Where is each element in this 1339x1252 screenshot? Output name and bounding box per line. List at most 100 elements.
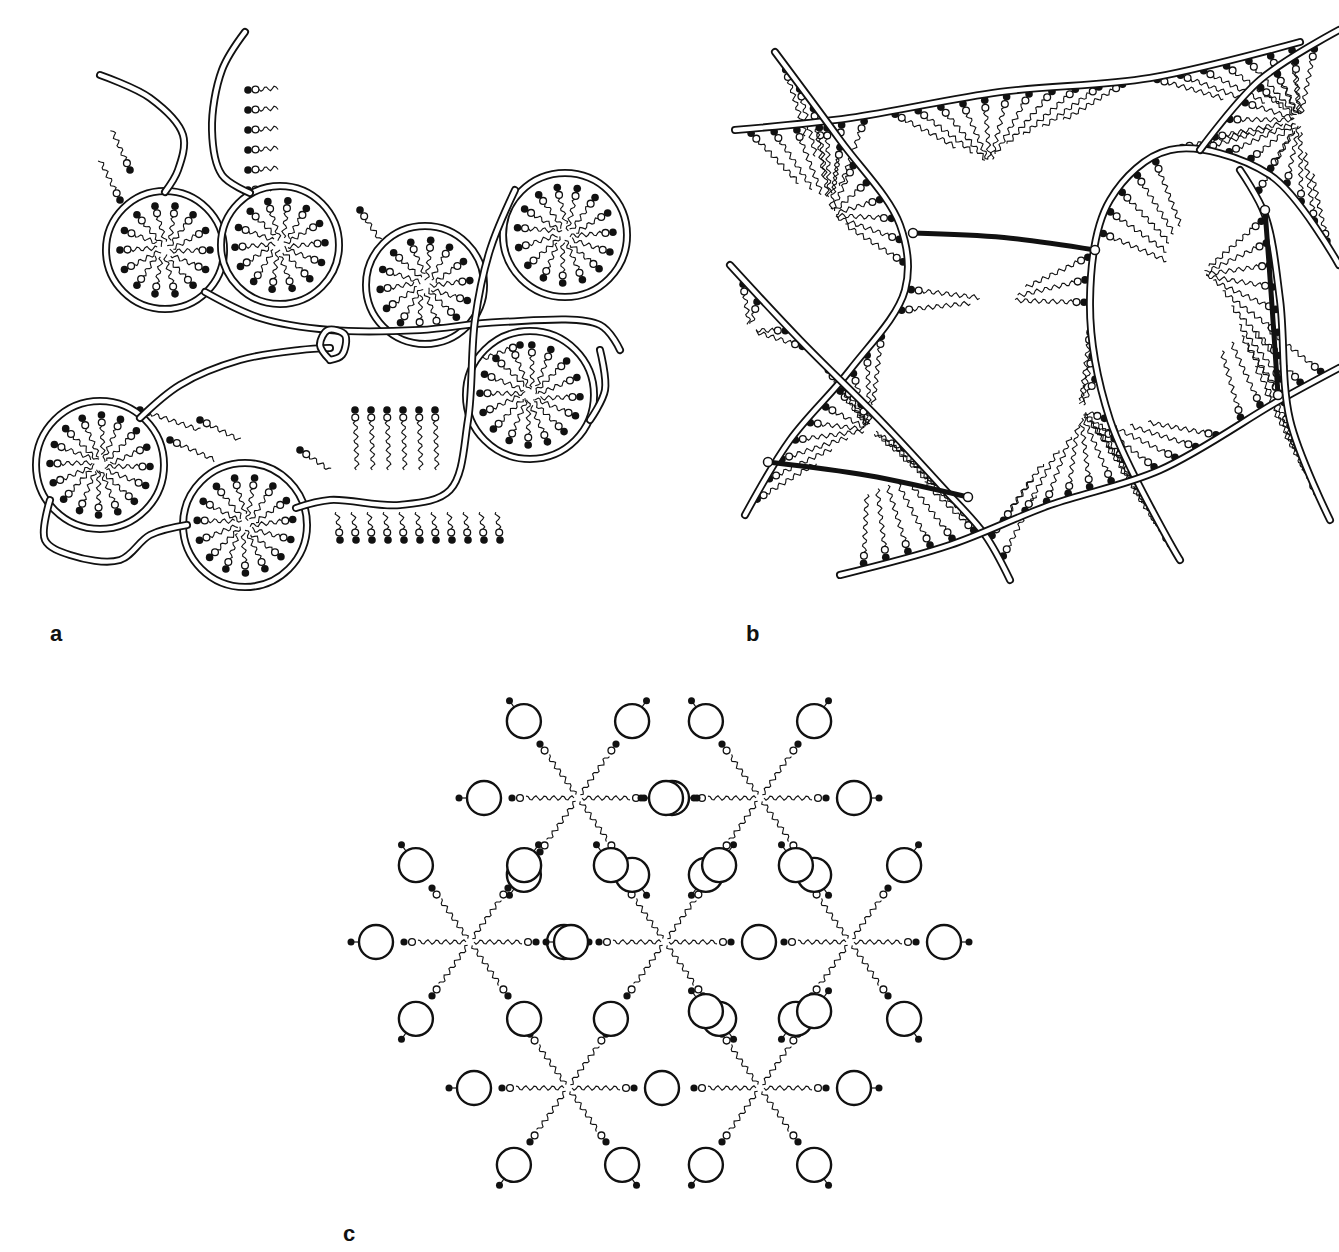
surfactant-molecule [231, 474, 247, 513]
surfactant-head [171, 202, 179, 210]
surfactant-spacer [195, 263, 202, 270]
surfactant-spacer [813, 986, 820, 993]
surfactant-tail [84, 471, 97, 500]
surfactant-tail [531, 405, 544, 432]
ring-tether [644, 797, 649, 798]
surfactant-molecule [570, 1091, 610, 1145]
surfactant-tail [821, 898, 848, 938]
surfactant-spacer [1088, 383, 1095, 390]
surfactant-head [49, 479, 57, 487]
surfactant-tail [425, 251, 431, 280]
surfactant-spacer [280, 534, 287, 541]
surfactant-molecule [1130, 424, 1199, 450]
surfactant-spacer [815, 1085, 822, 1092]
surfactant-head [321, 239, 329, 247]
panel-a-surfactants [46, 86, 617, 577]
surfactant-head [235, 224, 243, 232]
surfactant-molecule [876, 489, 890, 561]
surfactant-spacer [57, 477, 64, 484]
polymer-chain-outer [100, 75, 184, 192]
surfactant-tail [106, 469, 135, 482]
surfactant-spacer [252, 146, 259, 153]
surfactant-tail [1007, 100, 1045, 144]
surfactant-spacer [496, 529, 503, 536]
surfactant-spacer [433, 891, 440, 898]
surfactant-molecule [498, 1084, 564, 1091]
surfactant-molecule [764, 794, 830, 801]
surfactant-spacer [384, 285, 391, 292]
surfactant-tail [852, 945, 879, 985]
surfactant-spacer [303, 451, 310, 458]
surfactant-molecule [836, 213, 895, 222]
surfactant-spacer [1073, 299, 1080, 306]
surfactant-head [121, 266, 129, 274]
surfactant-spacer [242, 227, 249, 234]
surfactant-tail [913, 302, 971, 311]
surfactant-spacer [336, 529, 343, 536]
surfactant-head [231, 243, 239, 251]
surfactant-tail [529, 234, 558, 245]
surfactant-head [496, 536, 504, 544]
surfactant-spacer [454, 263, 461, 270]
surfactant-molecule [244, 166, 278, 174]
surfactant-tail [762, 1091, 789, 1131]
surfactant-head [572, 412, 580, 420]
surfactant-spacer [869, 199, 876, 206]
surfactant-tail [570, 245, 591, 262]
surfactant-spacer [880, 891, 887, 898]
crosslink [768, 462, 968, 497]
surfactant-spacer [368, 414, 375, 421]
surfactant-tail [708, 1086, 756, 1090]
surfactant-spacer [203, 420, 210, 427]
surfactant-tail [391, 282, 414, 289]
surfactant-molecule [151, 257, 162, 298]
surfactant-spacer [487, 406, 494, 413]
surfactant-spacer [201, 517, 208, 524]
surfactant-tail [1221, 351, 1239, 407]
surfactant-molecule [105, 463, 154, 471]
surfactant-head [231, 474, 239, 482]
surfactant-head [206, 554, 214, 562]
surfactant-spacer [299, 212, 306, 219]
surfactant-spacer [889, 234, 896, 241]
ring-tether [403, 1033, 406, 1037]
surfactant-spacer [1066, 483, 1073, 490]
surfactant-spacer [531, 1132, 538, 1139]
surfactant-tail [535, 360, 547, 386]
polymer-chain-inner [221, 186, 339, 304]
surfactant-tail [164, 254, 174, 283]
surfactant-spacer [212, 549, 219, 556]
surfactant-molecule [570, 245, 603, 273]
surfactant-tail [309, 456, 331, 469]
surfactant-spacer [921, 112, 928, 119]
ring-end-dot [876, 795, 883, 802]
surfactant-spacer [741, 288, 748, 295]
surfactant-spacer [1001, 101, 1008, 108]
surfactant-spacer [112, 501, 119, 508]
surfactant-tail [762, 757, 791, 795]
surfactant-head [199, 498, 207, 506]
surfactant-spacer [1234, 116, 1241, 123]
surfactant-tail [417, 421, 423, 470]
ring-end-dot [825, 987, 832, 994]
surfactant-tail [73, 436, 99, 459]
surfactant-spacer [139, 463, 146, 470]
surfactant-molecule [235, 224, 274, 240]
surfactant-tail [472, 901, 501, 939]
surfactant-tail [667, 901, 696, 939]
surfactant-spacer [153, 283, 160, 290]
ring-tether [914, 1033, 917, 1037]
surfactant-spacer [79, 500, 86, 507]
polymer-chain-inner [730, 265, 1010, 580]
surfactant-spacer [836, 151, 843, 158]
surfactant-tail [1291, 61, 1301, 114]
surfactant-head [114, 508, 122, 516]
polymer-chain-outer [205, 292, 620, 350]
surfactant-head [202, 266, 210, 274]
surfactant-spacer [432, 414, 439, 421]
surfactant-tail [836, 202, 869, 215]
surfactant-head [508, 794, 515, 801]
panel-b-surfactants [739, 45, 1330, 567]
surfactant-head [536, 740, 543, 747]
